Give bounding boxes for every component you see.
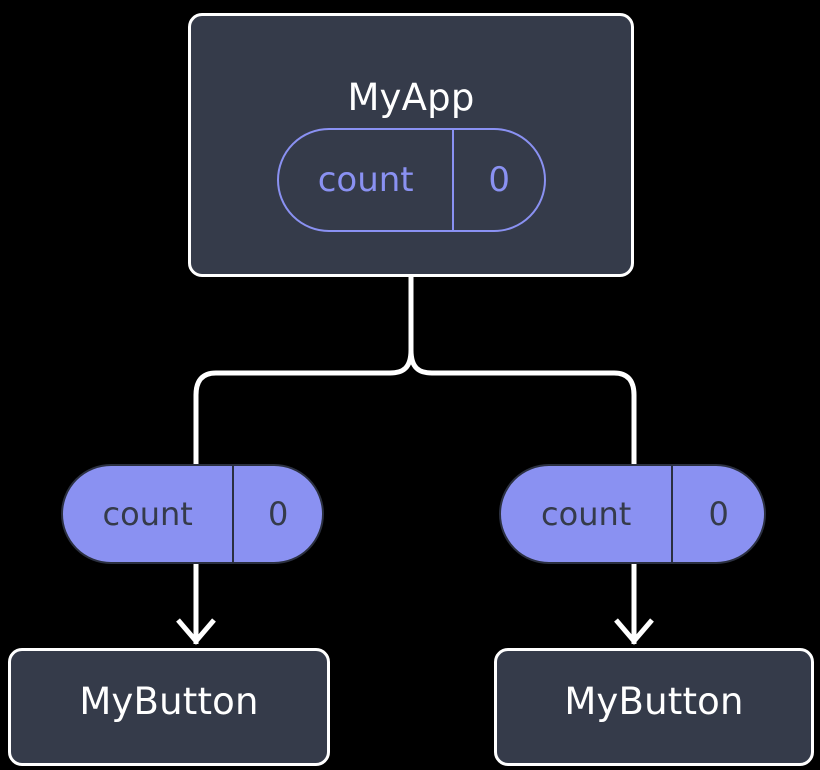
arrowhead-left-icon [176, 618, 216, 645]
component-label-myapp: MyApp [347, 76, 475, 119]
prop-pill-right-count[interactable]: count 0 [499, 464, 766, 564]
state-pill-myapp-count[interactable]: count 0 [277, 128, 546, 232]
prop-pill-left-count[interactable]: count 0 [61, 464, 324, 564]
prop-pill-value: 0 [671, 466, 764, 562]
prop-pill-key: count [541, 495, 632, 533]
component-node-mybutton-left[interactable]: MyButton [8, 648, 330, 766]
edge-branch-left [193, 349, 414, 514]
component-label-mybutton-right: MyButton [564, 680, 744, 723]
component-label-mybutton-left: MyButton [79, 680, 259, 723]
arrowhead-right-icon [614, 618, 654, 645]
edge-branch-right [408, 349, 637, 514]
state-pill-key: count [317, 160, 414, 200]
prop-pill-key: count [102, 495, 193, 533]
state-pill-value: 0 [452, 130, 544, 230]
prop-pill-value: 0 [232, 466, 322, 562]
component-node-mybutton-right[interactable]: MyButton [494, 648, 814, 766]
